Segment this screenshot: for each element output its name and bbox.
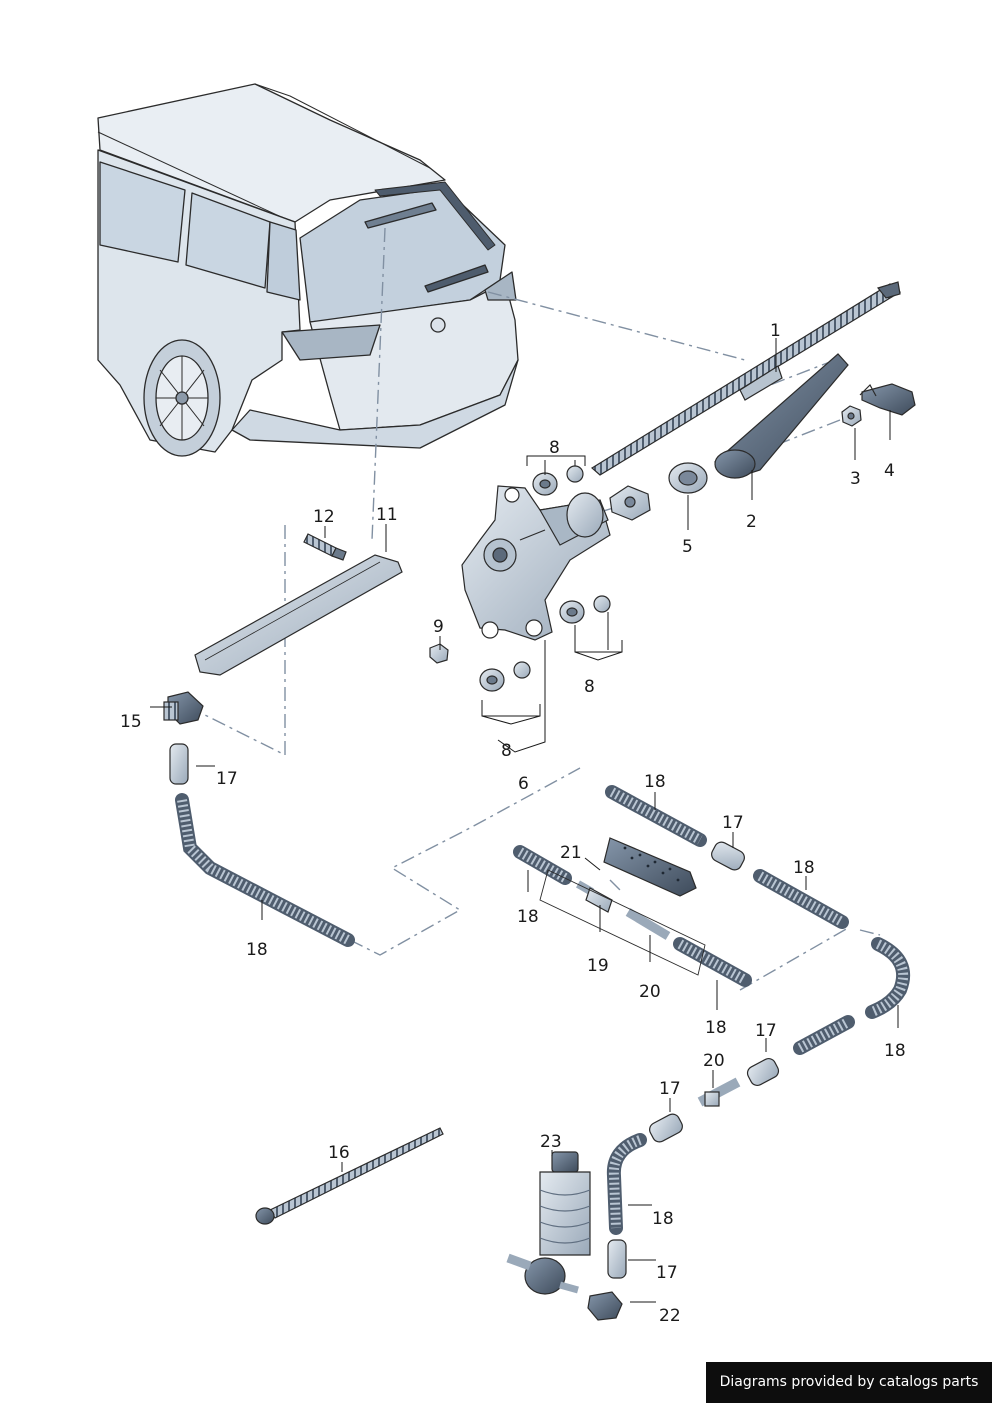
callout-labels: 1 2 3 4 5 6 8 8 8 9 11 12 15 16 17 17 17… [120,321,906,1326]
callout-8-top: 8 [549,438,560,458]
callout-23: 23 [540,1132,562,1152]
cable-tie-part [255,1127,444,1225]
callout-19: 19 [587,956,609,976]
callout-17-bottom: 17 [659,1079,681,1099]
cap-part [859,383,916,416]
callout-21: 21 [560,843,582,863]
callout-8-bottom: 8 [501,741,512,761]
callout-22: 22 [659,1306,681,1326]
hose-middle [513,837,752,987]
callout-18-lower: 18 [705,1018,727,1038]
spoiler-strip-part [194,554,403,676]
washer-pump-part [506,1151,591,1295]
connector-part [163,691,204,725]
callout-18-bend: 18 [884,1041,906,1061]
credit-banner: Diagrams provided by catalogs parts [706,1362,992,1403]
callout-11: 11 [376,505,398,525]
callout-18-pump: 18 [652,1209,674,1229]
callout-17-left: 17 [216,769,238,789]
callout-15: 15 [120,712,142,732]
callout-17-pump: 17 [656,1263,678,1283]
callout-3: 3 [850,469,861,489]
hose-right [587,785,911,1321]
callout-18-top: 18 [644,772,666,792]
callout-20-lower: 20 [703,1051,725,1071]
hose-left [169,743,355,947]
callout-9: 9 [433,617,444,637]
callout-1: 1 [770,321,781,341]
wiper-motor-part [461,485,611,641]
callout-18-left: 18 [246,940,268,960]
callout-18-mid: 18 [517,907,539,927]
callout-5: 5 [682,537,693,557]
bushing-bolt-group [429,465,611,692]
callout-2: 2 [746,512,757,532]
callout-8-right: 8 [584,677,595,697]
wiper-arm-part [714,353,849,479]
callout-leaders [150,338,899,1303]
nozzle-part [303,533,347,561]
callout-18-right: 18 [793,858,815,878]
callout-4: 4 [884,461,895,481]
callout-17-right: 17 [722,813,744,833]
callout-6: 6 [518,774,529,794]
callout-20-mid: 20 [639,982,661,1002]
callout-12: 12 [313,507,335,527]
grommet-part [609,462,708,521]
nut-part [841,405,862,427]
wiper-blade-part [590,281,902,476]
callout-16: 16 [328,1143,350,1163]
vehicle-illustration [97,83,519,457]
callout-17-lower: 17 [755,1021,777,1041]
